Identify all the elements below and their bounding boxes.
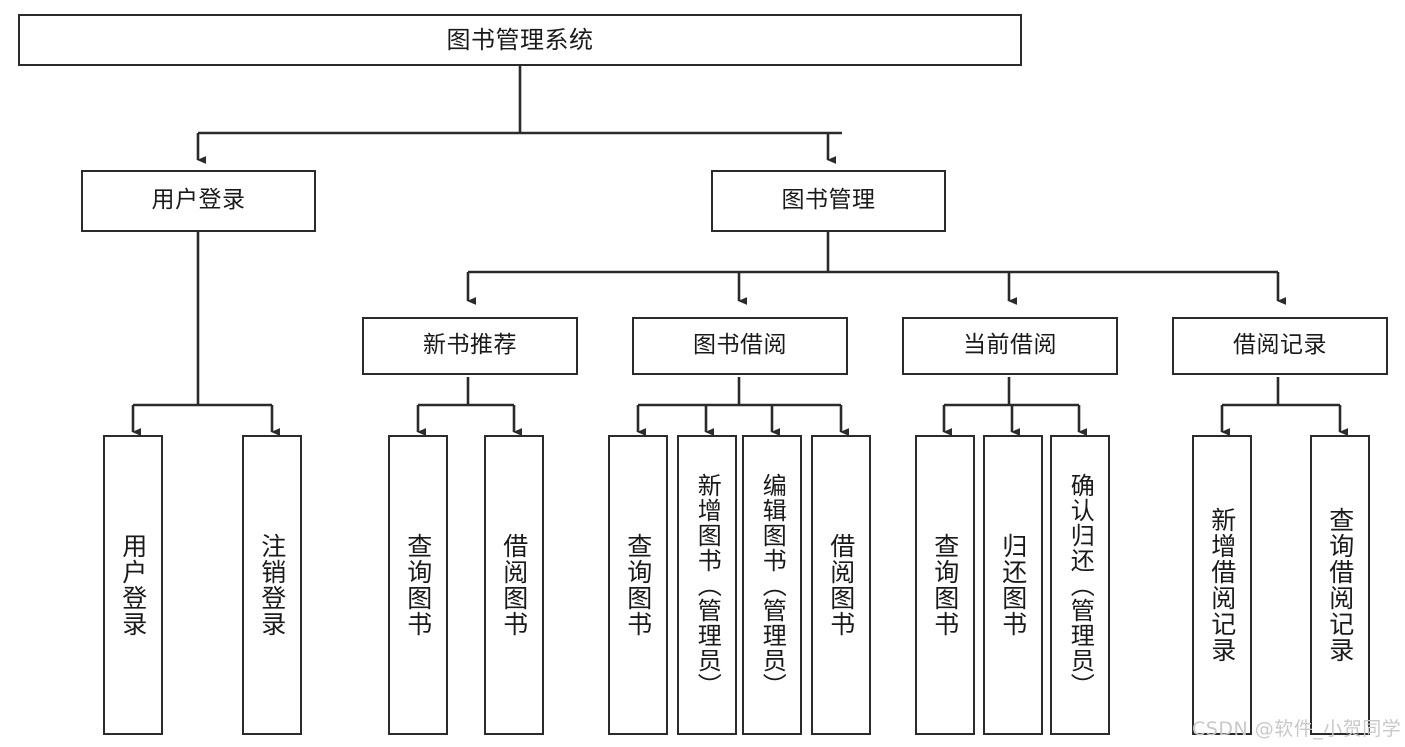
leaf-return-book[interactable]: 归还图书 <box>983 435 1043 735</box>
node-new-book-recommendation[interactable]: 新书推荐 <box>362 317 578 375</box>
leaf-user-login[interactable]: 用户登录 <box>103 435 163 735</box>
node-label: 归还图书 <box>998 533 1028 637</box>
node-label: 注销登录 <box>257 533 287 637</box>
node-label: 图书管理 <box>781 187 876 214</box>
node-label: 当前借阅 <box>963 332 1057 359</box>
node-label: 借阅记录 <box>1233 332 1327 359</box>
node-borrow-record[interactable]: 借阅记录 <box>1172 317 1388 375</box>
node-label: 用户登录 <box>151 187 246 214</box>
node-label: 新书推荐 <box>423 332 517 359</box>
leaf-add-borrow-record[interactable]: 新增借阅记录 <box>1192 435 1252 735</box>
node-label: 用户登录 <box>118 533 148 637</box>
node-label: 查询图书 <box>623 533 653 637</box>
leaf-query-borrow-record[interactable]: 查询借阅记录 <box>1310 435 1370 735</box>
leaf-query-book-current[interactable]: 查询图书 <box>915 435 975 735</box>
leaf-confirm-return-admin[interactable]: 确认归还（管理员） <box>1050 435 1110 735</box>
node-book-manage[interactable]: 图书管理 <box>711 170 946 232</box>
node-label: 查询图书 <box>403 533 433 637</box>
node-label: 查询借阅记录 <box>1325 507 1355 663</box>
leaf-query-book-borrow[interactable]: 查询图书 <box>608 435 668 735</box>
leaf-borrow-book[interactable]: 借阅图书 <box>811 435 871 735</box>
node-label: 新增借阅记录 <box>1207 507 1237 663</box>
leaf-borrow-book-rec[interactable]: 借阅图书 <box>484 435 544 735</box>
node-current-borrow[interactable]: 当前借阅 <box>902 317 1118 375</box>
leaf-edit-book-admin[interactable]: 编辑图书（管理员） <box>742 435 802 735</box>
node-user-login[interactable]: 用户登录 <box>81 170 316 232</box>
node-book-borrow[interactable]: 图书借阅 <box>632 317 848 375</box>
leaf-query-book-rec[interactable]: 查询图书 <box>388 435 448 735</box>
node-label: 图书借阅 <box>693 332 787 359</box>
csdn-watermark: CSDN @软件_小贺同学 <box>1192 718 1402 740</box>
leaf-logout-login[interactable]: 注销登录 <box>242 435 302 735</box>
node-label: 编辑图书（管理员） <box>758 472 787 698</box>
node-label: 确认归还（管理员） <box>1066 472 1095 698</box>
node-label: 借阅图书 <box>826 533 856 637</box>
node-root-book-management-system[interactable]: 图书管理系统 <box>18 14 1022 66</box>
leaf-add-book-admin[interactable]: 新增图书（管理员） <box>677 435 737 735</box>
node-label: 新增图书（管理员） <box>693 472 722 698</box>
node-label: 借阅图书 <box>499 533 529 637</box>
node-label: 图书管理系统 <box>446 25 594 54</box>
node-label: 查询图书 <box>930 533 960 637</box>
